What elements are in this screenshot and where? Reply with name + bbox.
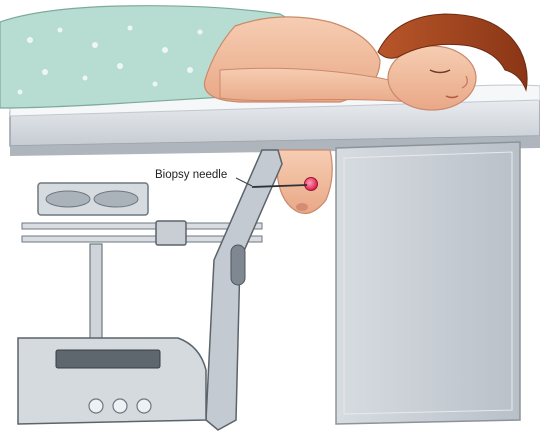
needle-holder: [156, 221, 186, 245]
support-panel: [336, 142, 520, 424]
nipple: [296, 203, 308, 211]
control-button-3: [137, 399, 151, 413]
control-button-1: [89, 399, 103, 413]
biopsy-needle-label: Biopsy needle: [155, 169, 227, 181]
control-buttons: [89, 399, 151, 413]
device-arm: [206, 150, 282, 430]
arm-slot: [231, 245, 245, 285]
stereotactic-device: [18, 150, 282, 430]
console-display: [56, 350, 160, 368]
rail-window-left: [46, 191, 90, 207]
rail-window-right: [94, 191, 138, 207]
patient-figure: [0, 6, 527, 110]
lesion-marker: [305, 178, 318, 191]
vertical-post: [90, 244, 102, 344]
breast: [274, 150, 332, 214]
guide-rod-upper: [22, 223, 262, 229]
control-button-2: [113, 399, 127, 413]
table-support-panel: [336, 142, 520, 424]
